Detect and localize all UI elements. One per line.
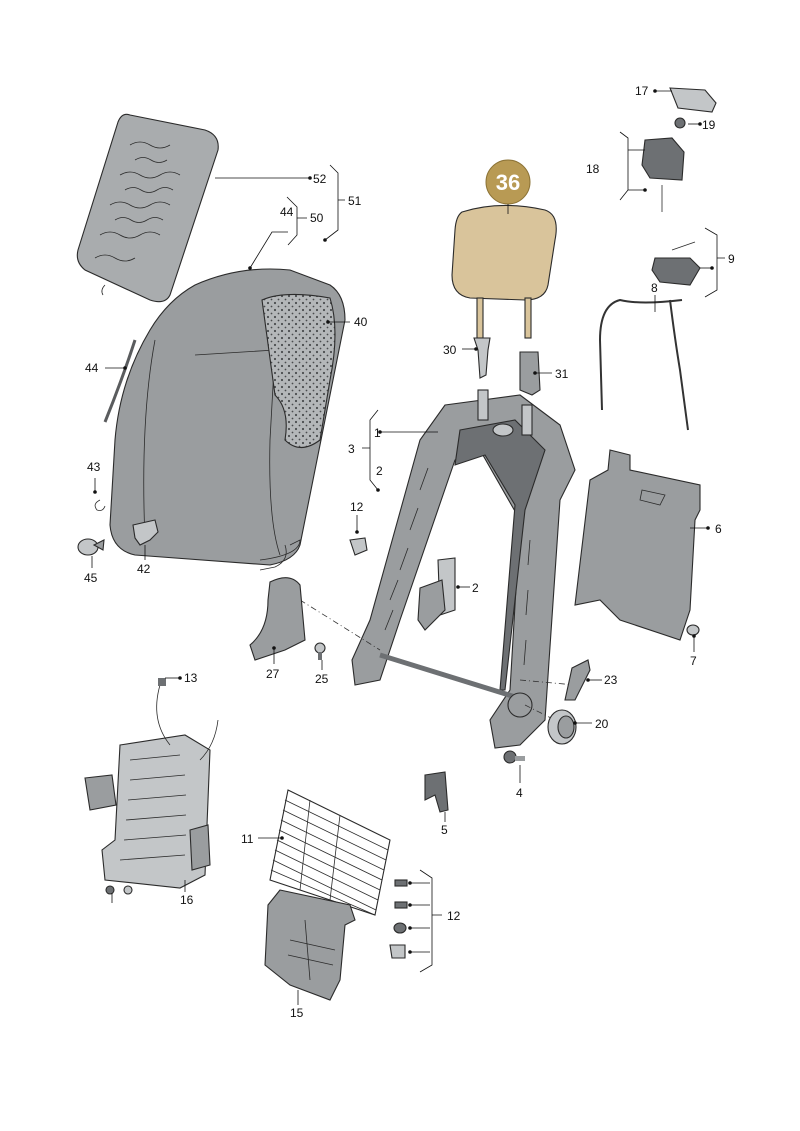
headrest-guide-30[interactable]: [473, 337, 491, 379]
callout-25: 25: [315, 672, 329, 686]
callout-27: 27: [266, 667, 280, 681]
clip-43[interactable]: [94, 499, 106, 511]
callout-40: 40: [354, 315, 368, 329]
callout-12-upper: 12: [350, 500, 364, 514]
callout-30: 30: [443, 343, 457, 357]
callout-5: 5: [441, 823, 448, 837]
bolt-4[interactable]: [503, 750, 525, 764]
callout-17: 17: [635, 84, 649, 98]
fasteners-16-bottom[interactable]: [105, 885, 133, 895]
headrest[interactable]: [451, 204, 557, 339]
callout-50: 50: [310, 211, 324, 225]
callout-20: 20: [595, 717, 609, 731]
backrest-cover[interactable]: [109, 268, 346, 571]
clip-7[interactable]: [686, 624, 700, 636]
callout-3: 3: [348, 442, 355, 456]
release-unit-18[interactable]: [641, 137, 685, 212]
lumbar-support-16[interactable]: [84, 678, 219, 889]
callout-4: 4: [516, 786, 523, 800]
callout-7: 7: [690, 654, 697, 668]
clips-12-lower[interactable]: [389, 879, 408, 959]
fastener-45[interactable]: [77, 538, 105, 556]
callout-6: 6: [715, 522, 722, 536]
callout-12-lower: 12: [447, 909, 461, 923]
callout-51: 51: [348, 194, 362, 208]
callout-31: 31: [555, 367, 569, 381]
callout-19: 19: [702, 118, 716, 132]
callout-9: 9: [728, 252, 735, 266]
screw-25[interactable]: [314, 642, 326, 660]
clip-42[interactable]: [132, 519, 159, 546]
connector-9[interactable]: [651, 241, 701, 286]
callout-11: 11: [241, 832, 254, 846]
callout-43: 43: [87, 460, 101, 474]
clip-12-upper[interactable]: [349, 537, 368, 556]
handwheel-20[interactable]: [547, 709, 577, 745]
cover-wire-44[interactable]: [103, 339, 137, 423]
backrest-frame[interactable]: [351, 389, 576, 749]
callout-44-left: 44: [85, 361, 99, 375]
callout-52: 52: [313, 172, 327, 186]
leader-lines: [91, 90, 725, 1005]
callout-16: 16: [180, 893, 194, 907]
screw-19[interactable]: [674, 117, 686, 129]
wiring-harness-8[interactable]: [598, 298, 689, 431]
headrest-guide-31[interactable]: [519, 351, 541, 396]
rear-panel-6[interactable]: [574, 449, 701, 641]
callout-2-lower: 2: [472, 581, 479, 595]
leader-dots: [93, 89, 714, 954]
callout-1: 1: [374, 426, 381, 440]
lumbar-adjuster-2[interactable]: [417, 557, 456, 631]
heating-mat[interactable]: [76, 113, 219, 303]
callout-13: 13: [184, 671, 198, 685]
callout-2-upper: 2: [376, 464, 383, 478]
bracket-5[interactable]: [424, 771, 449, 813]
spring-mat-11[interactable]: [269, 789, 391, 916]
recliner-lever-23[interactable]: [564, 659, 591, 701]
highlight-badge-text: 36: [496, 170, 520, 195]
callout-23: 23: [604, 673, 618, 687]
callout-45: 45: [84, 571, 98, 585]
callout-15: 15: [290, 1006, 304, 1020]
callout-44-upper: 44: [280, 205, 294, 219]
callout-8: 8: [651, 281, 658, 295]
side-panel-27[interactable]: [249, 577, 306, 661]
callout-42: 42: [137, 562, 151, 576]
cover-cap-17[interactable]: [669, 87, 717, 113]
lumbar-plate-15[interactable]: [264, 889, 356, 1001]
headrest-highlight-badge: 36: [485, 159, 531, 205]
callout-labels: 17 19 18 52 51 44 50 9 8 40 30 31 44 1 3…: [84, 84, 735, 1020]
callout-18: 18: [586, 162, 600, 176]
